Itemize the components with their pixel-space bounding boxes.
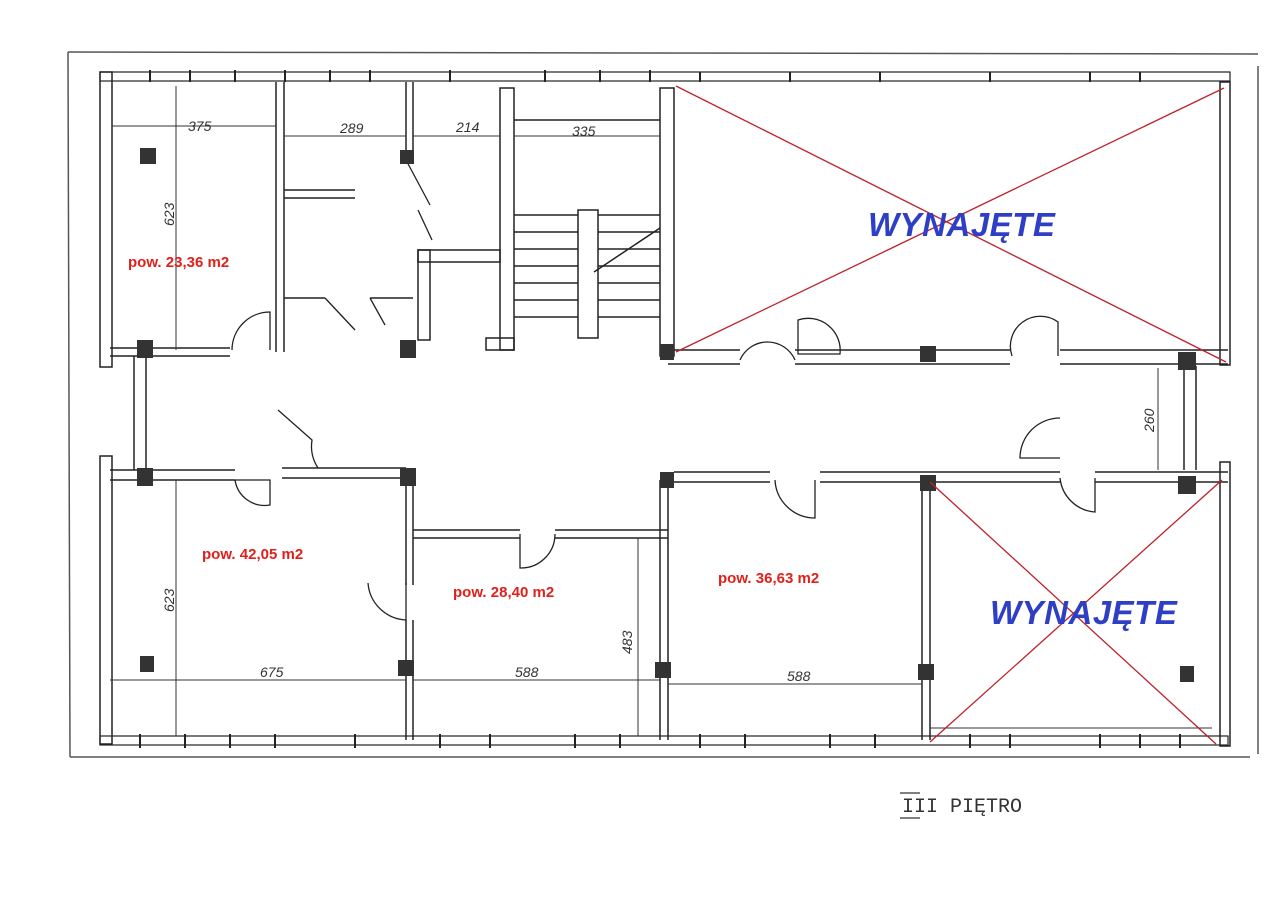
rented-label-se: WYNAJĘTE <box>990 594 1178 631</box>
dim-623-bottom: 623 <box>161 588 177 612</box>
room-area-label-s-east: pow. 36,63 m2 <box>718 570 819 587</box>
rented-cross-se <box>929 479 1223 745</box>
dim-623-top: 623 <box>161 202 177 226</box>
rented-cross-ne <box>675 85 1227 363</box>
structural-columns <box>137 148 1196 682</box>
page-border <box>67 51 1259 758</box>
room-area-label-nw: pow. 23,36 m2 <box>128 254 229 271</box>
dim-675: 675 <box>260 664 284 680</box>
dim-260: 260 <box>1141 408 1157 433</box>
outer-walls <box>99 71 1231 747</box>
door-swings <box>231 159 1096 621</box>
dim-375: 375 <box>188 118 212 134</box>
dim-214: 214 <box>455 119 480 135</box>
dim-588-a: 588 <box>515 664 539 680</box>
rented-label-ne: WYNAJĘTE <box>868 206 1056 243</box>
dim-289: 289 <box>339 120 364 136</box>
dim-483: 483 <box>619 630 635 654</box>
room-area-label-sw: pow. 42,05 m2 <box>202 546 303 563</box>
room-area-label-s-mid: pow. 28,40 m2 <box>453 584 554 601</box>
dim-335: 335 <box>572 123 596 139</box>
window-ticks <box>139 70 1181 748</box>
floor-label: III PIĘTRO <box>902 796 1022 819</box>
dimension-lines <box>110 86 1212 736</box>
dim-588-b: 588 <box>787 668 811 684</box>
interior-walls <box>110 82 1228 740</box>
